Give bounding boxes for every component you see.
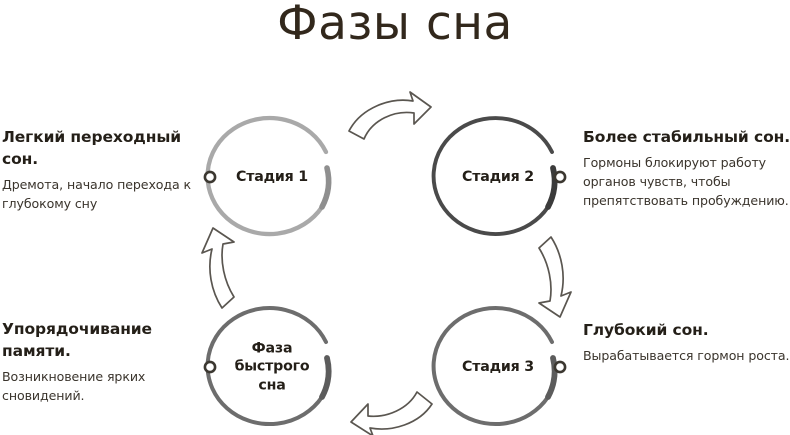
description-top-right-body: Гормоны блокируют работу органов чувств,…: [583, 155, 789, 209]
node-stage-3[interactable]: [431, 306, 567, 427]
stage-3-ring: [431, 306, 554, 427]
description-top-left: Легкий переходный сон. Дремота, начало п…: [2, 126, 210, 213]
page-title: Фазы сна: [277, 0, 513, 51]
node-rem-phase[interactable]: [203, 306, 332, 427]
description-top-left-body: Дремота, начало перехода к глубокому сну: [2, 177, 192, 212]
stage-2-ring-accent: [545, 165, 558, 210]
description-top-right: Более стабильный сон. Гормоны блокируют …: [583, 126, 790, 210]
description-bottom-right: Глубокий сон. Вырабатывается гормон рост…: [583, 319, 790, 365]
rem-phase-ring-accent: [319, 355, 332, 400]
rem-phase-marker-icon: [203, 360, 217, 374]
stage-2-marker-icon: [553, 170, 567, 184]
stage-3-marker-icon: [553, 360, 567, 374]
rem-phase-ring: [205, 306, 328, 427]
stage-1-ring: [205, 115, 329, 237]
stage-2-ring: [431, 116, 554, 236]
arrow-stage3-to-rem-icon: [350, 391, 433, 435]
description-bottom-right-heading: Глубокий сон.: [583, 321, 709, 339]
description-top-right-heading: Более стабильный сон.: [583, 128, 790, 146]
description-bottom-right-body: Вырабатывается гормон роста.: [583, 348, 790, 363]
description-bottom-left-heading: Упорядочивание памяти.: [2, 320, 152, 360]
description-bottom-left: Упорядочивание памяти. Возникновение ярк…: [2, 318, 210, 405]
arrow-stage1-to-stage2-icon: [348, 91, 432, 140]
node-stage-2[interactable]: [431, 116, 567, 236]
description-top-left-heading: Легкий переходный сон.: [2, 128, 182, 168]
description-bottom-left-body: Возникновение ярких сновидений.: [2, 369, 146, 404]
stage-3-ring-accent: [545, 355, 558, 400]
arrow-rem-to-stage1-icon: [201, 227, 235, 309]
stage-1-marker-icon: [203, 170, 217, 184]
node-stage-1[interactable]: [203, 115, 332, 237]
arrow-stage2-to-stage3-icon: [538, 236, 572, 318]
stage-1-ring-accent: [319, 165, 332, 210]
